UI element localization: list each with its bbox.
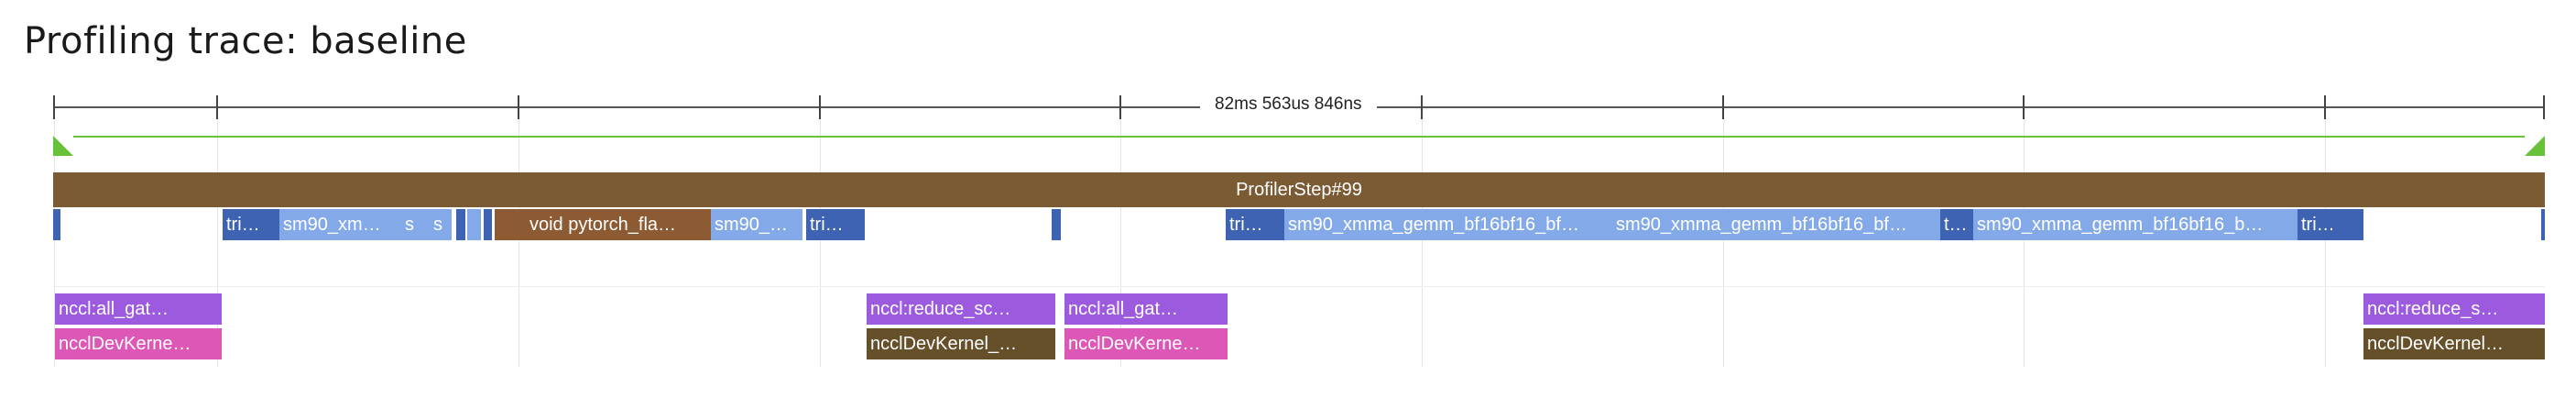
ruler-tick bbox=[216, 95, 218, 119]
ruler-tick bbox=[1722, 95, 1724, 119]
range-start-handle-icon[interactable] bbox=[53, 136, 73, 156]
grid-line bbox=[217, 99, 218, 367]
event-nccl-dev-kernel[interactable]: ncclDevKerne… bbox=[55, 328, 222, 359]
ruler-tick bbox=[2543, 95, 2545, 119]
event-kernel-sliver[interactable] bbox=[467, 209, 481, 240]
ruler-tick bbox=[1119, 95, 1121, 119]
event-kernel-sliver[interactable] bbox=[53, 209, 60, 240]
event-nccl-all-gather[interactable]: nccl:all_gat… bbox=[55, 293, 222, 325]
event-gemm-kernel[interactable]: sm90_… bbox=[711, 209, 802, 240]
event-gemm-kernel[interactable]: sm90_xmma_gemm_bf16bf16_b… bbox=[1973, 209, 2298, 240]
event-triton-kernel[interactable]: tri… bbox=[1226, 209, 1284, 240]
event-kernel-sliver[interactable] bbox=[2541, 209, 2545, 240]
event-gemm-kernel[interactable]: sm90_xmma_gemm_bf16bf16_bf… bbox=[1612, 209, 1940, 240]
page-title: Profiling trace: baseline bbox=[24, 20, 467, 62]
event-nccl-reduce-scatter[interactable]: nccl:reduce_sc… bbox=[867, 293, 1055, 325]
event-gemm-kernel[interactable]: sm90_xm… bbox=[279, 209, 395, 240]
event-nccl-all-gather[interactable]: nccl:all_gat… bbox=[1064, 293, 1228, 325]
grid-line bbox=[1120, 99, 1121, 367]
event-gemm-kernel[interactable]: s bbox=[395, 209, 424, 240]
event-profiler-step[interactable]: ProfilerStep#99 bbox=[53, 172, 2545, 207]
event-gemm-kernel[interactable]: sm90_xmma_gemm_bf16bf16_bf… bbox=[1284, 209, 1612, 240]
event-nccl-dev-kernel[interactable]: ncclDevKernel_… bbox=[867, 328, 1055, 359]
ruler-tick bbox=[2023, 95, 2025, 119]
event-nccl-dev-kernel[interactable]: ncclDevKernel… bbox=[2363, 328, 2545, 359]
event-kernel-sliver[interactable] bbox=[484, 209, 492, 240]
duration-label: 82ms 563us 846ns bbox=[1200, 94, 1377, 115]
event-kernel-sliver[interactable] bbox=[1052, 209, 1061, 240]
event-triton-kernel[interactable]: tri… bbox=[2298, 209, 2363, 240]
event-nccl-dev-kernel[interactable]: ncclDevKerne… bbox=[1064, 328, 1228, 359]
ruler-tick bbox=[53, 95, 55, 119]
event-gemm-kernel[interactable]: s bbox=[424, 209, 452, 240]
ruler-tick bbox=[518, 95, 519, 119]
range-end-handle-icon[interactable] bbox=[2525, 136, 2545, 156]
event-kernel-sliver[interactable] bbox=[456, 209, 465, 240]
ruler-tick bbox=[1421, 95, 1423, 119]
ruler-tick bbox=[819, 95, 821, 119]
ruler-tick bbox=[2324, 95, 2326, 119]
selection-range[interactable] bbox=[53, 136, 2545, 156]
event-triton-kernel[interactable]: t… bbox=[1940, 209, 1973, 240]
event-flash-attention-kernel[interactable]: void pytorch_fla… bbox=[495, 209, 711, 240]
event-nccl-reduce-scatter[interactable]: nccl:reduce_s… bbox=[2363, 293, 2545, 325]
event-triton-kernel[interactable]: tri… bbox=[806, 209, 865, 240]
event-triton-kernel[interactable]: tri… bbox=[223, 209, 279, 240]
row-separator bbox=[53, 286, 2545, 287]
